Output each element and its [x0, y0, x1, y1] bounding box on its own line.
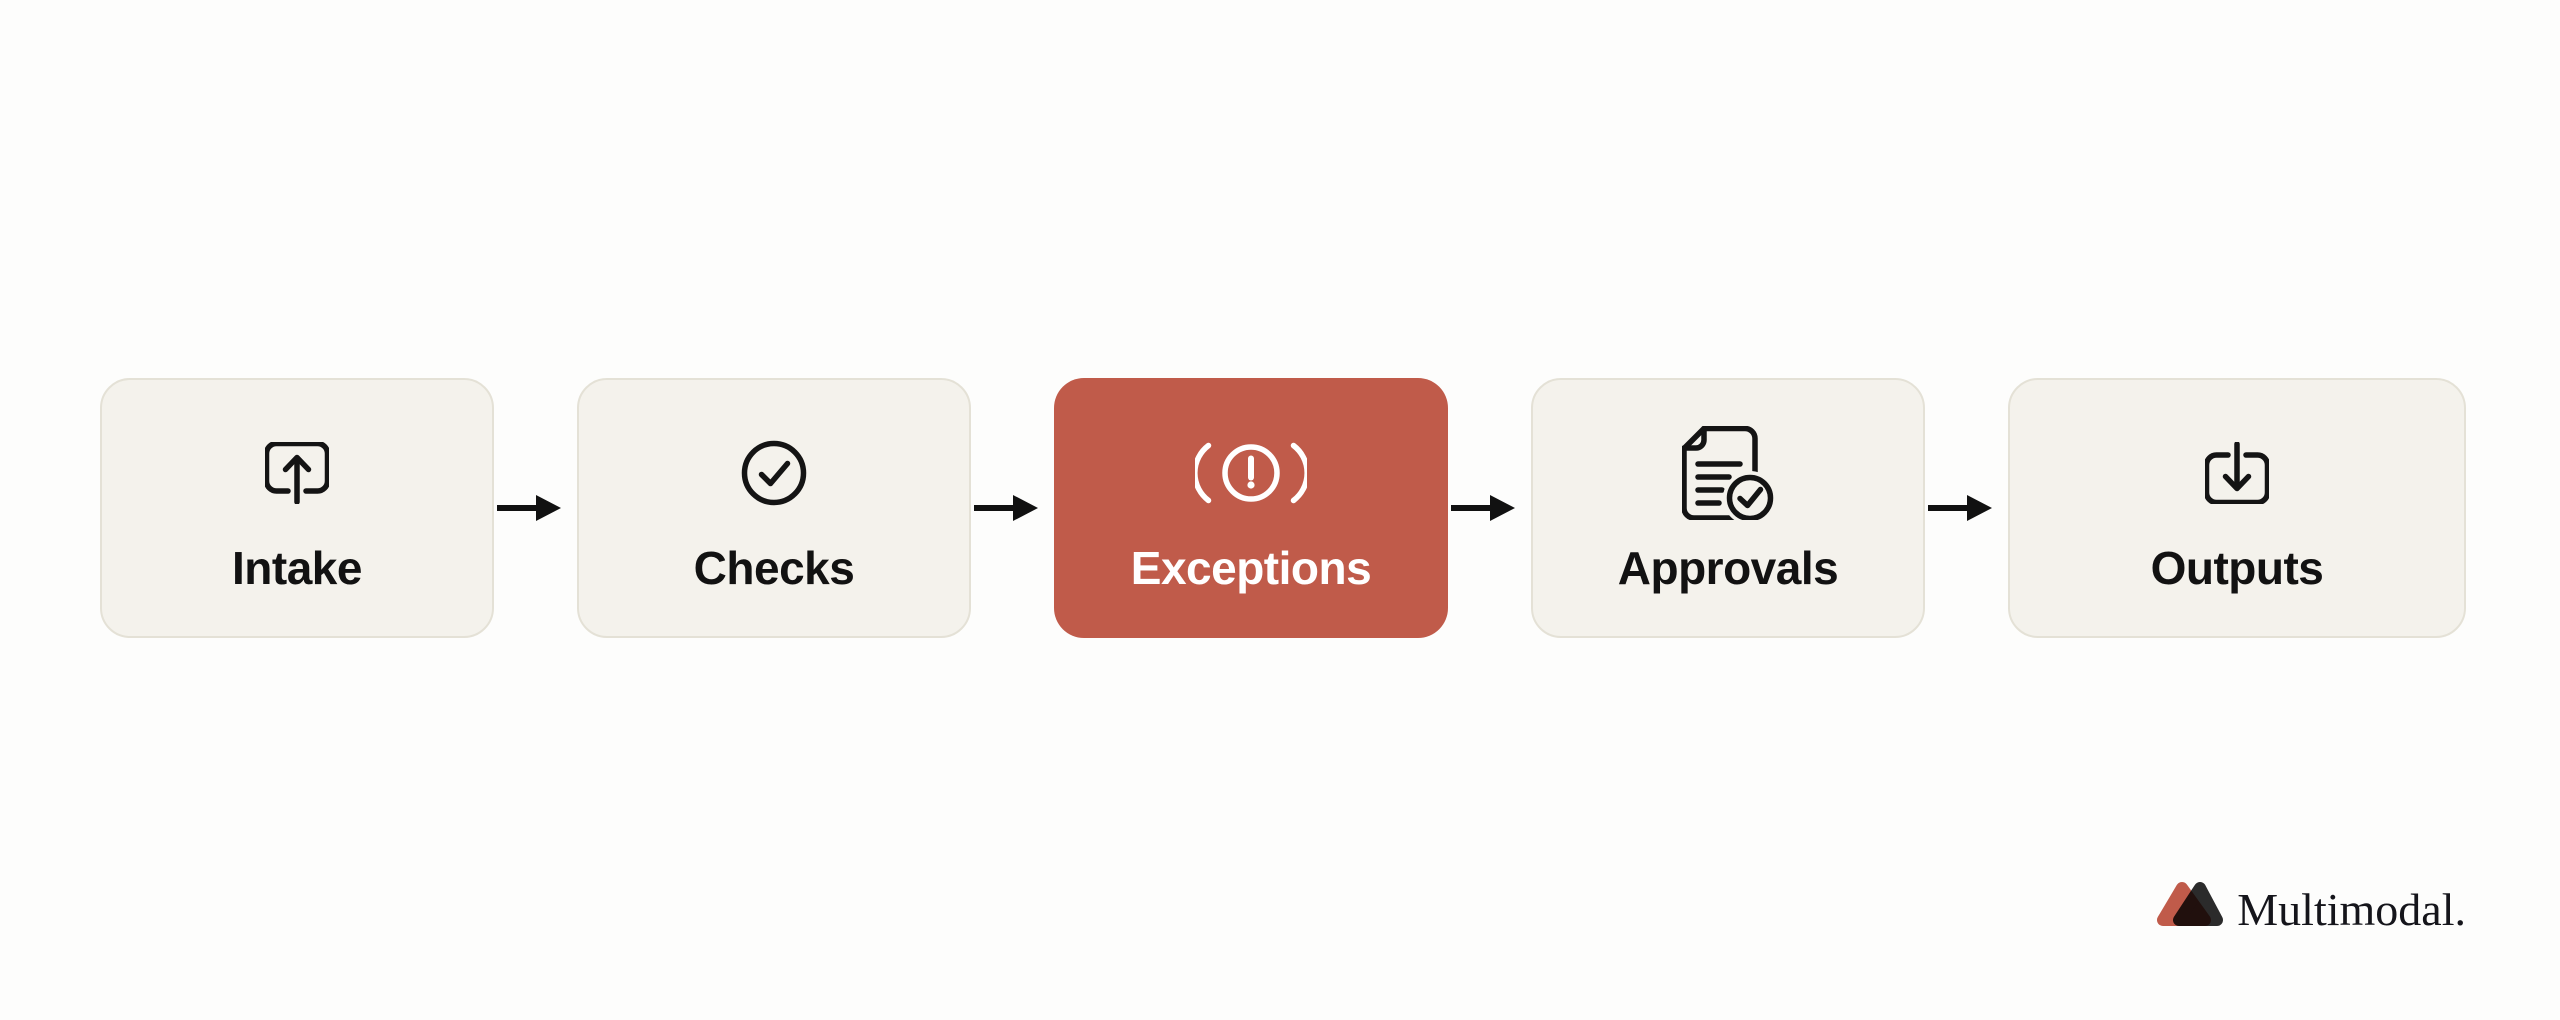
logo-text: Multimodal. — [2237, 884, 2466, 935]
step-card-exceptions: Exceptions — [1054, 378, 1448, 638]
arrow-right-icon — [1448, 378, 1531, 638]
step-card-outputs: Outputs — [2008, 378, 2466, 638]
arrow-right-icon — [1925, 378, 2008, 638]
step-label: Approvals — [1617, 542, 1839, 594]
arrow-right-icon — [494, 378, 577, 638]
upload-tray-icon — [265, 425, 329, 521]
step-card-intake: Intake — [100, 378, 494, 638]
step-label: Outputs — [2150, 542, 2324, 594]
step-card-approvals: Approvals — [1531, 378, 1925, 638]
arrow-right-icon — [971, 378, 1054, 638]
download-tray-icon — [2205, 425, 2269, 521]
step-label: Exceptions — [1130, 542, 1372, 594]
logo-mark-icon — [2157, 882, 2224, 926]
step-card-checks: Checks — [577, 378, 971, 638]
process-flow: Intake Checks — [100, 378, 2466, 638]
document-check-icon — [1682, 425, 1774, 521]
step-label: Checks — [693, 542, 855, 594]
multimodal-logo: Multimodal. — [2156, 880, 2466, 933]
step-label: Intake — [232, 542, 362, 594]
check-circle-icon — [741, 425, 807, 521]
alert-brake-icon — [1195, 425, 1307, 521]
